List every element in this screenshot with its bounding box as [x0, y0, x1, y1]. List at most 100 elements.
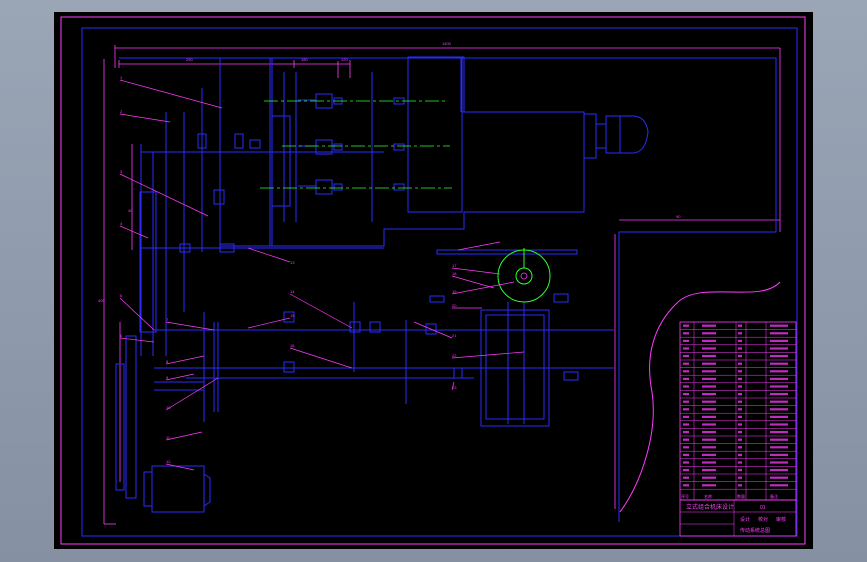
leader-20: 20	[452, 303, 457, 308]
parts-cell-glyph	[683, 400, 689, 403]
parts-cell-glyph	[738, 324, 742, 327]
parts-cell-glyph	[770, 484, 788, 487]
parts-cell-glyph	[770, 339, 788, 342]
parts-cell-glyph	[738, 347, 742, 350]
parts-cell-glyph	[770, 423, 788, 426]
parts-cell-glyph	[702, 453, 716, 456]
parts-cell-glyph	[738, 484, 742, 487]
parts-cell-glyph	[738, 355, 742, 358]
leader-10: 10	[166, 405, 171, 410]
parts-cell-glyph	[770, 408, 788, 411]
leader-3: 3	[120, 169, 123, 174]
parts-cell-glyph	[770, 400, 788, 403]
leader-9: 9	[166, 375, 169, 380]
parts-cell-glyph	[702, 347, 716, 350]
parts-cell-glyph	[683, 385, 689, 388]
parts-cell-glyph	[738, 393, 742, 396]
parts-cell-glyph	[702, 324, 716, 327]
parts-cell-glyph	[683, 393, 689, 396]
parts-cell-glyph	[738, 438, 742, 441]
leader-21: 21	[452, 333, 457, 338]
parts-cell-glyph	[702, 423, 716, 426]
dim-label-a: 250	[186, 57, 193, 62]
transmission-drawing: 1400 250 180 120 90 400 40	[60, 16, 806, 545]
parts-cell-glyph	[683, 408, 689, 411]
approval-check: 校对	[758, 516, 768, 523]
parts-cell-glyph	[683, 469, 689, 472]
parts-cell-glyph	[683, 453, 689, 456]
parts-cell-glyph	[702, 377, 716, 380]
parts-cell-glyph	[702, 332, 716, 335]
parts-cell-glyph	[738, 370, 742, 373]
parts-cell-glyph	[770, 355, 788, 358]
parts-cell-glyph	[702, 393, 716, 396]
parts-cell-glyph	[770, 453, 788, 456]
parts-cell-glyph	[683, 423, 689, 426]
parts-cell-glyph	[770, 393, 788, 396]
parts-cell-glyph	[702, 400, 716, 403]
dim-label-c: 120	[341, 57, 348, 62]
leader-4: 4	[120, 221, 123, 226]
dimension-text: 1400 250 180 120 90 400 40	[98, 41, 681, 303]
dim-label-b: 180	[301, 57, 308, 62]
dim-label-e: 400	[98, 298, 105, 303]
drawing-sheet[interactable]: 1400 250 180 120 90 400 40	[54, 12, 813, 549]
parts-cell-glyph	[683, 324, 689, 327]
parts-cell-glyph	[738, 469, 742, 472]
leader-18: 18	[452, 271, 457, 276]
parts-cell-glyph	[702, 408, 716, 411]
parts-cell-glyph	[738, 461, 742, 464]
drawing-number: 01	[760, 505, 766, 511]
parts-cell-glyph	[770, 446, 788, 449]
break-line	[619, 281, 781, 513]
centerlines	[260, 100, 452, 189]
parts-cell-glyph	[738, 476, 742, 479]
parts-cell-glyph	[738, 431, 742, 434]
parts-cell-glyph	[738, 400, 742, 403]
leader-1: 1	[120, 75, 123, 80]
parts-cell-glyph	[702, 446, 716, 449]
parts-cell-glyph	[770, 469, 788, 472]
parts-cell-glyph	[683, 355, 689, 358]
parts-cell-glyph	[702, 355, 716, 358]
drawing-title: 立式组合机床设计	[686, 503, 734, 511]
parts-cell-glyph	[702, 438, 716, 441]
parts-cell-glyph	[683, 377, 689, 380]
parts-cell-glyph	[683, 484, 689, 487]
parts-cell-glyph	[702, 461, 716, 464]
parts-cell-glyph	[683, 332, 689, 335]
parts-cell-glyph	[683, 347, 689, 350]
leader-12: 12	[166, 459, 171, 464]
parts-cell-glyph	[683, 362, 689, 365]
dim-label-d: 90	[676, 214, 681, 219]
parts-cell-glyph	[738, 408, 742, 411]
parts-cell-glyph	[770, 362, 788, 365]
parts-cell-glyph	[770, 332, 788, 335]
parts-cell-glyph	[702, 476, 716, 479]
parts-header-note: 备注	[770, 493, 778, 499]
leader-14: 14	[290, 289, 295, 294]
outer-border	[60, 16, 806, 545]
leader-15: 15	[290, 313, 295, 318]
leader-7: 7	[166, 317, 169, 322]
approval-review: 审核	[776, 516, 786, 523]
index-wheel	[497, 248, 551, 303]
leader-11: 11	[166, 435, 171, 440]
parts-cell-glyph	[702, 469, 716, 472]
parts-cell-glyph	[683, 415, 689, 418]
parts-cell-glyph	[702, 431, 716, 434]
leader-19: 19	[452, 289, 457, 294]
parts-cell-glyph	[702, 385, 716, 388]
leader-13: 13	[290, 260, 295, 265]
dim-label-f: 40	[128, 208, 133, 213]
parts-cell-glyph	[770, 431, 788, 434]
parts-cell-glyph	[738, 332, 742, 335]
leader-17: 17	[452, 263, 457, 268]
dim-label-overall: 1400	[442, 41, 452, 46]
parts-cell-glyph	[683, 476, 689, 479]
title-block: 序号 名称 数量 备注 立式组合机床设计 01 设计 校对 审核 传动系统总图	[679, 321, 797, 537]
leader-5: 5	[120, 293, 123, 298]
title-block-frame	[679, 499, 797, 537]
parts-cell-glyph	[770, 377, 788, 380]
